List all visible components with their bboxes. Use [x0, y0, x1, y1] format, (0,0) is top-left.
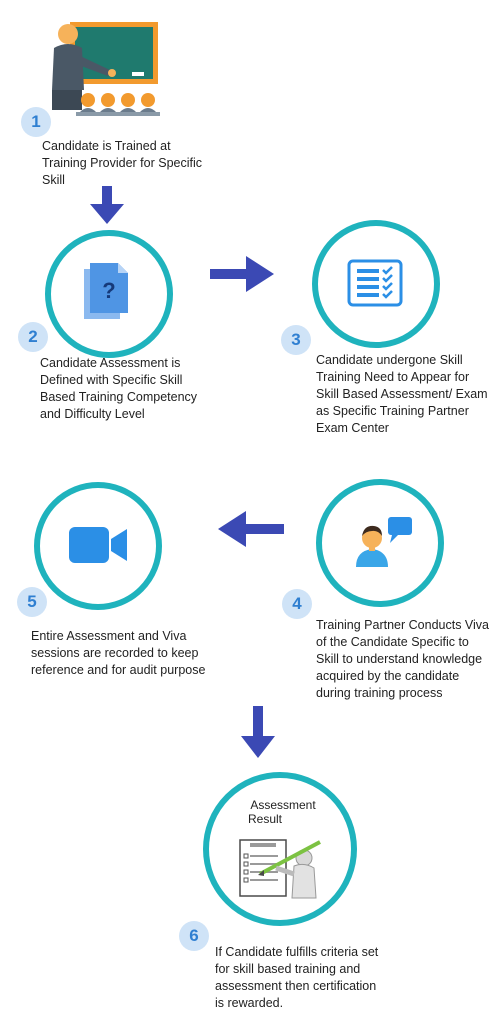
- step-2-text: Candidate Assessment is Defined with Spe…: [40, 356, 198, 421]
- step-3-badge: 3: [281, 325, 311, 355]
- teacher-classroom-icon: [52, 22, 160, 116]
- step-5-badge: 5: [17, 587, 47, 617]
- question-document-icon: ?: [84, 263, 128, 319]
- step-4-text: Training Partner Conducts Viva of the Ca…: [316, 618, 490, 700]
- svg-text:?: ?: [102, 278, 115, 303]
- step-5-text: Entire Assessment and Viva sessions are …: [31, 629, 206, 677]
- arrow-right-icon: [210, 256, 274, 292]
- person-chat-icon: [356, 517, 412, 567]
- step-4-badge: 4: [282, 589, 312, 619]
- step-6-badge: 6: [179, 921, 209, 951]
- step-3-text: Candidate undergone Skill Training Need …: [316, 353, 488, 435]
- arrow-down-icon: [241, 706, 275, 758]
- assessment-result-line1: Assessment: [250, 798, 316, 812]
- step-1-badge: 1: [21, 107, 51, 137]
- step-3-circle: [312, 220, 440, 348]
- arrow-left-icon: [218, 511, 284, 547]
- step-6-text: If Candidate fulfills criteria set for s…: [215, 945, 379, 1010]
- assessment-result-title: Assessment Result: [238, 798, 328, 826]
- assessment-result-icon: [239, 839, 321, 899]
- step-1-text: Candidate is Trained at Training Provide…: [42, 139, 203, 187]
- step-2-circle: [45, 230, 173, 358]
- checklist-icon: [347, 259, 403, 307]
- step-2-badge: 2: [18, 322, 48, 352]
- arrow-down-icon: [90, 186, 124, 224]
- video-camera-icon: [69, 527, 127, 563]
- assessment-result-line2: Result: [248, 812, 283, 826]
